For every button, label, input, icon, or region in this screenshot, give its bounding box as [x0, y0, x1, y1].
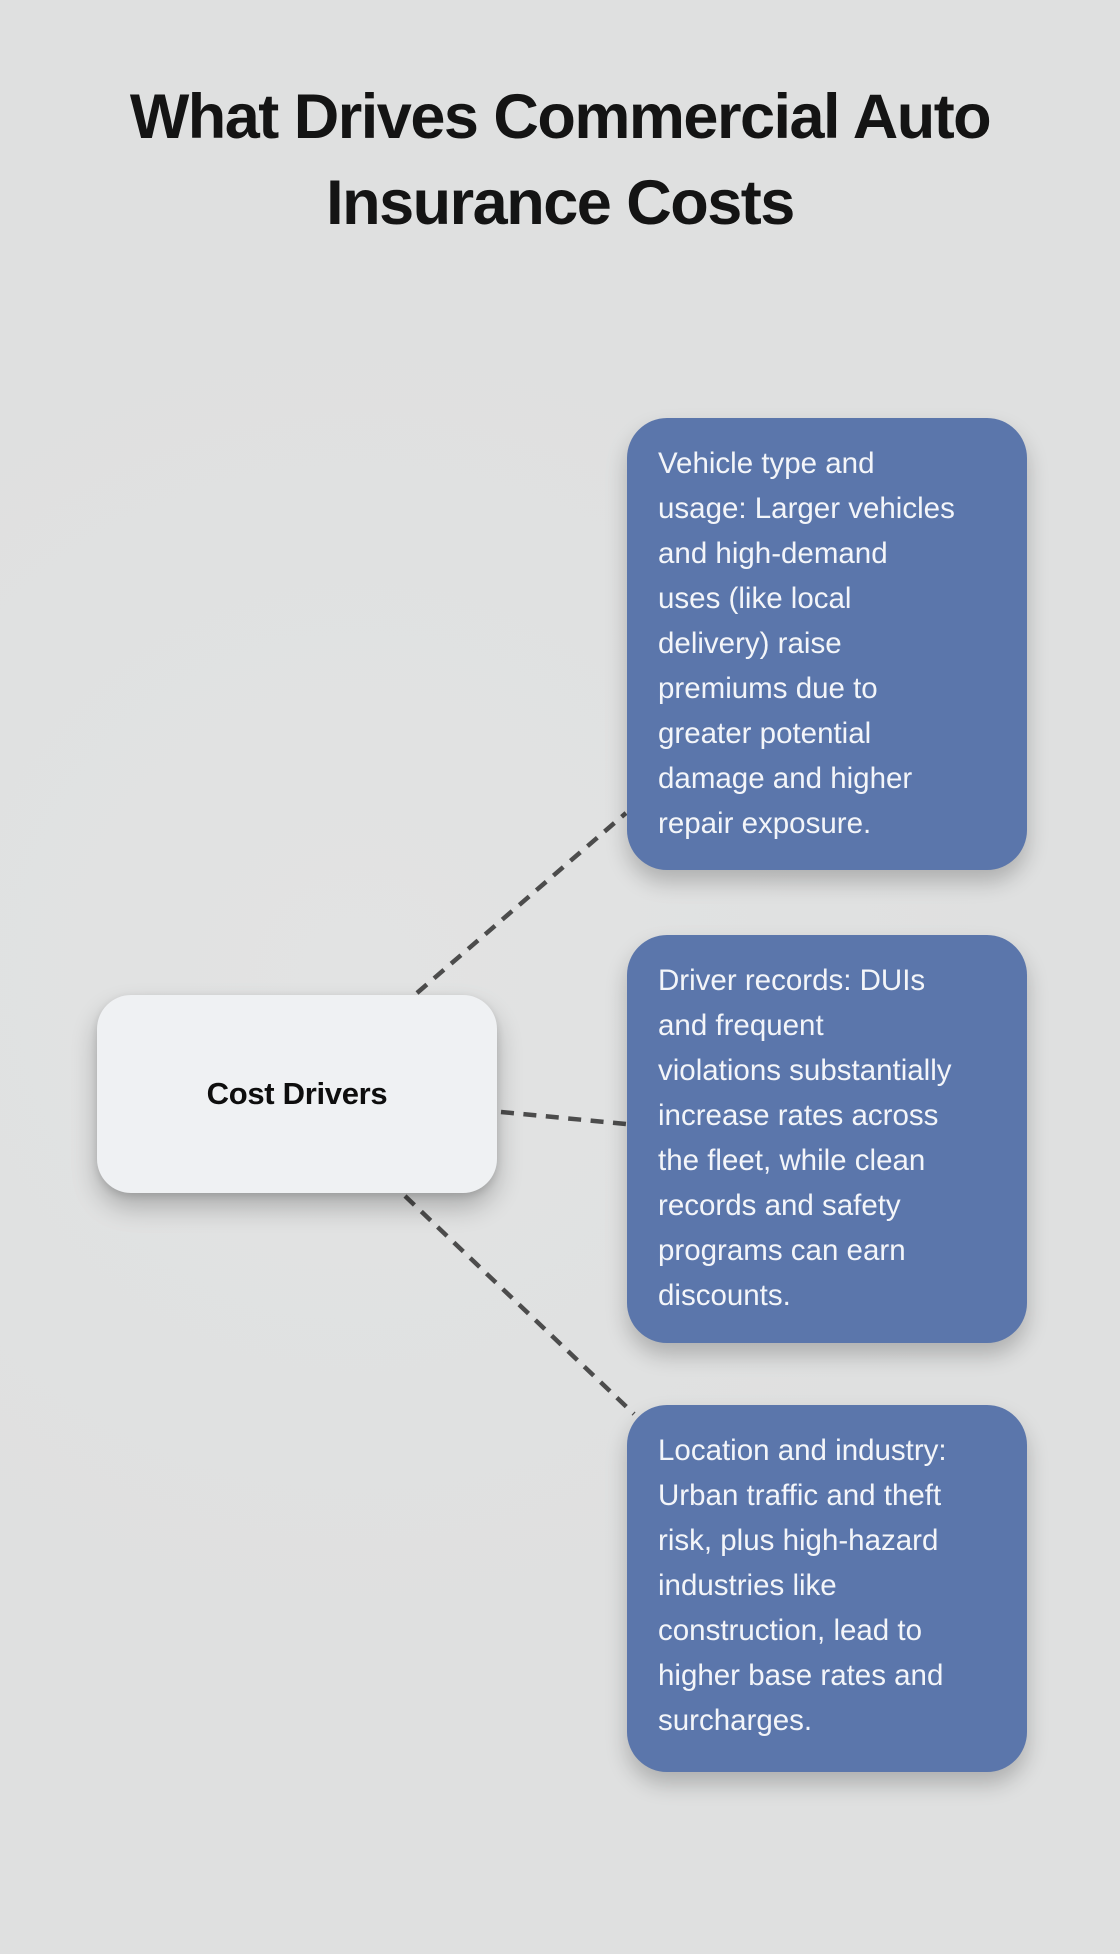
branch-node-driver-records: Driver records: DUIs and frequent violat…: [627, 935, 1027, 1343]
page-title: What Drives Commercial Auto Insurance Co…: [129, 82, 992, 238]
branch-node-location-and-industry: Location and industry: Urban traffic and…: [627, 1405, 1027, 1772]
connector-top-branch: [415, 811, 628, 995]
branch-node-vehicle-type-and-usage: Vehicle type and usage: Larger vehicles …: [627, 418, 1027, 870]
center-node-label: Cost Drivers: [206, 1076, 388, 1111]
center-node-cost-drivers: Cost Drivers: [97, 995, 497, 1193]
connector-bottom-branch: [403, 1194, 636, 1416]
connector-middle-branch: [500, 1109, 627, 1127]
